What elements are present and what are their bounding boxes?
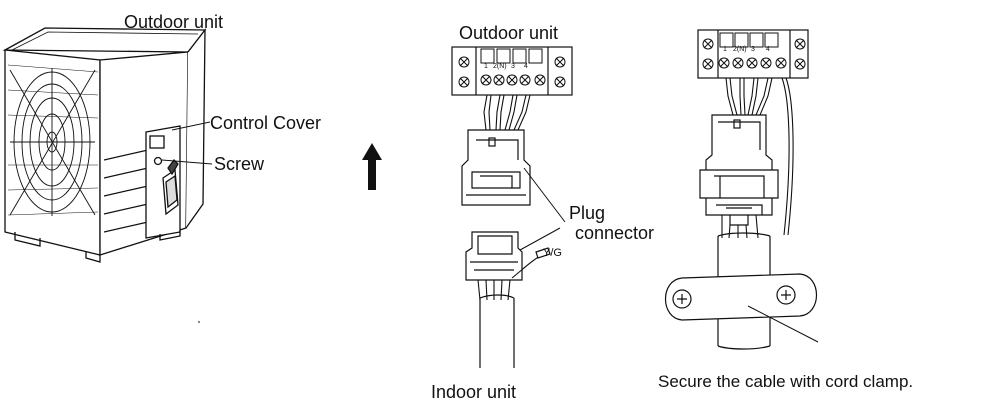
plug-label-line2: connector: [575, 223, 655, 243]
plug-label-line1: Plug: [569, 203, 606, 223]
cord-clamp-caption: Secure the cable with cord clamp.: [658, 372, 914, 391]
right-terminal-4: 4: [766, 46, 770, 53]
middle-terminal-2n: 2(N): [493, 63, 507, 70]
middle-terminal-1: 1: [484, 63, 488, 70]
right-terminal-2n: 2(N): [733, 46, 747, 53]
middle-outdoor-unit-title: Outdoor unit: [459, 23, 559, 43]
left-outdoor-unit-title: Outdoor unit: [124, 12, 224, 32]
right-terminal-3: 3: [751, 46, 755, 53]
control-cover-label: Control Cover: [210, 113, 322, 133]
screw-label: Screw: [214, 154, 265, 174]
middle-terminal-3: 3: [511, 63, 515, 70]
middle-terminal-4: 4: [524, 63, 528, 70]
ground-wire-label: Y/G: [543, 247, 562, 259]
indoor-unit-label: Indoor unit: [431, 382, 517, 402]
right-terminal-1: 1: [723, 46, 727, 53]
